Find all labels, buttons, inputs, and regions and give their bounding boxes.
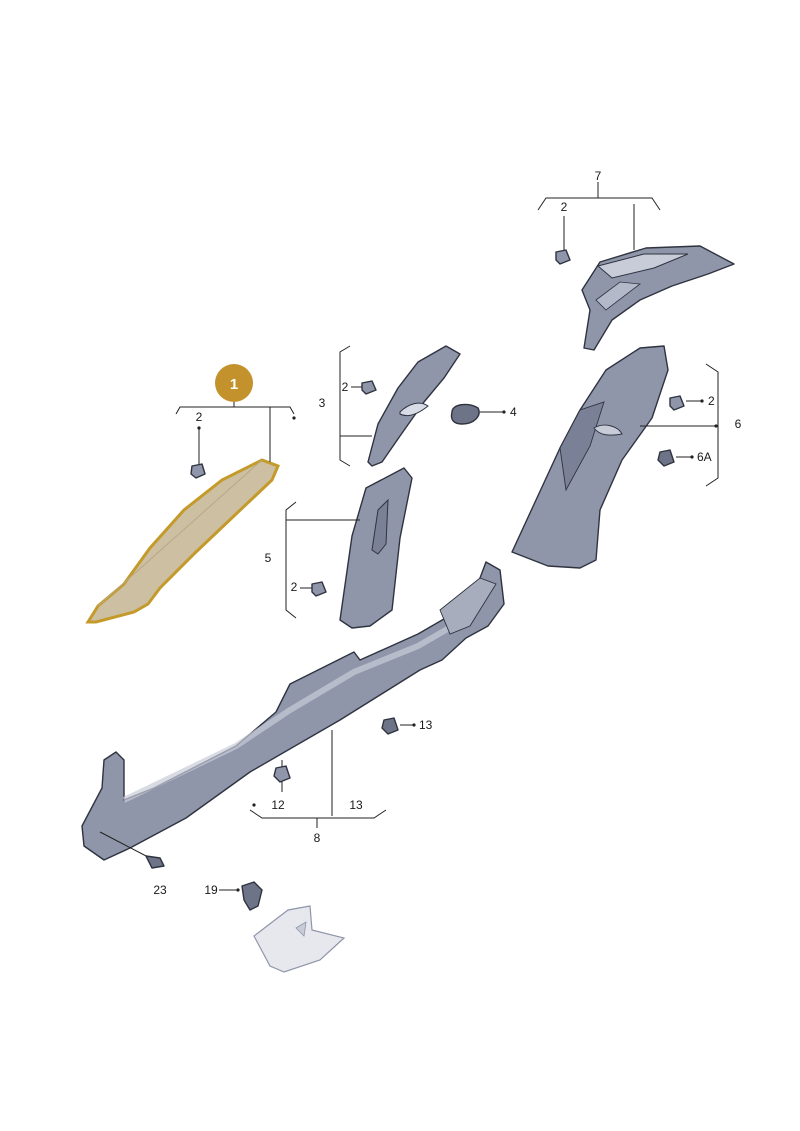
label-12: 12: [271, 798, 285, 812]
label-13-a: 13: [419, 718, 433, 732]
label-13-b: 13: [349, 798, 363, 812]
label-4: 4: [510, 405, 517, 419]
callout-1-label: 1: [230, 376, 238, 393]
clip-2-d[interactable]: [555, 249, 571, 265]
clip-6a[interactable]: [657, 449, 675, 467]
label-3: 3: [319, 396, 326, 410]
label-23: 23: [153, 883, 167, 897]
clip-2-e[interactable]: [669, 395, 685, 411]
callout-1-badge[interactable]: 1: [215, 364, 253, 402]
bracket-insert[interactable]: [253, 905, 346, 973]
clip-2-a[interactable]: [190, 463, 206, 479]
part-1-a-pillar-trim[interactable]: [85, 458, 280, 624]
screw-23[interactable]: [145, 855, 165, 869]
clip-19[interactable]: [241, 881, 263, 911]
label-5: 5: [265, 551, 272, 565]
label-2-a: 2: [196, 410, 203, 424]
part-3-upper-b-pillar-trim[interactable]: [367, 345, 461, 467]
label-7: 7: [595, 169, 602, 183]
label-8: 8: [314, 831, 321, 845]
clip-2-c[interactable]: [311, 581, 327, 597]
part-7-rear-upper-trim[interactable]: [581, 245, 735, 351]
label-2-d: 2: [561, 200, 568, 214]
clip-13[interactable]: [381, 717, 399, 735]
part-4-belt-guide[interactable]: [450, 403, 480, 425]
label-2-b: 2: [342, 380, 349, 394]
label-6a: 6A: [697, 450, 712, 464]
label-2-e: 2: [708, 394, 715, 408]
part-6-rear-side-trim[interactable]: [511, 345, 669, 569]
part-8-sill-panel[interactable]: [81, 561, 505, 861]
clip-2-b[interactable]: [361, 380, 377, 395]
label-2-c: 2: [291, 580, 298, 594]
part-5-lower-b-pillar-trim[interactable]: [339, 467, 413, 629]
label-6: 6: [735, 417, 742, 431]
clip-12[interactable]: [273, 765, 291, 783]
label-19: 19: [204, 883, 218, 897]
